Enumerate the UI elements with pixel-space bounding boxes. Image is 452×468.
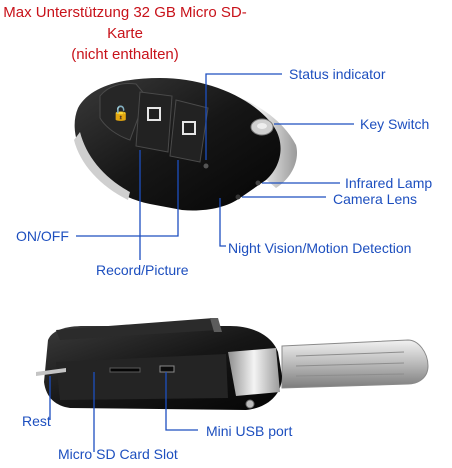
key-switch-highlight — [257, 123, 267, 129]
header-line-1: Max Unterstützung 32 GB Micro SD-Karte — [3, 4, 247, 42]
screw — [245, 399, 255, 409]
label-micro-sd-slot: Micro SD Card Slot — [58, 446, 178, 462]
header-line-2: (nicht enthalten) — [71, 46, 179, 63]
leader-lines-bottom — [49, 372, 198, 452]
leader-lines-top — [76, 73, 354, 260]
trunk-glyph-icon — [182, 121, 196, 135]
label-night-vision: Night Vision/Motion Detection — [228, 240, 412, 256]
header-caption: Max Unterstützung 32 GB Micro SD-Karte (… — [0, 2, 250, 65]
status-led — [203, 163, 209, 169]
label-mini-usb-port: Mini USB port — [206, 423, 293, 439]
on-off-button — [169, 99, 209, 163]
left-chrome-edge — [74, 132, 130, 200]
side-face — [56, 354, 228, 400]
key-fob-camera-bottom — [36, 318, 429, 410]
unlock-glyph-icon: 🔓 — [112, 105, 129, 122]
label-camera-lens: Camera Lens — [333, 191, 418, 207]
label-rest: Rest — [22, 413, 51, 429]
lock-glyph-icon — [147, 107, 161, 121]
record-picture-button — [135, 91, 173, 153]
key-grooves — [295, 351, 405, 377]
top-flap — [56, 318, 218, 340]
key-fob-camera-top: 🔓 — [74, 78, 298, 211]
label-key-switch: Key Switch — [360, 116, 430, 132]
hinge-tab — [210, 318, 222, 332]
rest-pin — [36, 368, 66, 376]
label-infrared-lamp: Infrared Lamp — [345, 175, 433, 191]
label-record-picture: Record/Picture — [96, 262, 189, 278]
micro-sd-slot — [109, 367, 141, 373]
camera-lens — [235, 194, 241, 200]
label-status-indicator: Status indicator — [289, 66, 386, 82]
label-on-off: ON/OFF — [16, 228, 69, 244]
chrome-band — [228, 348, 280, 396]
infrared-lamp — [255, 180, 261, 186]
mini-usb-port — [159, 365, 175, 373]
